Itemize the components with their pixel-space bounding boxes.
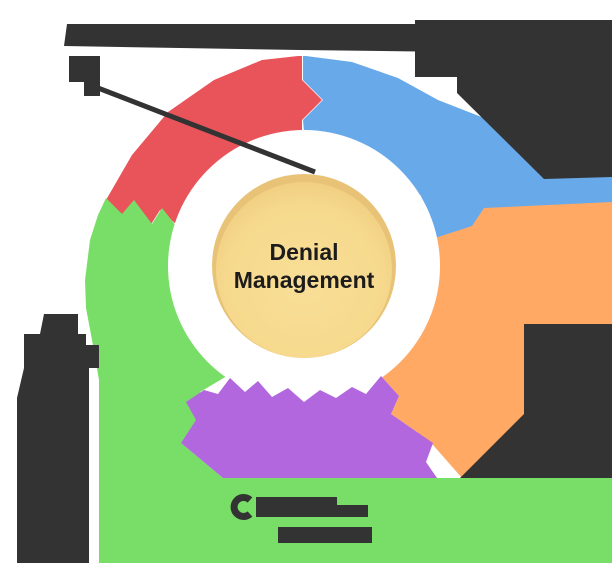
- segment-green-arc: [85, 198, 612, 563]
- top-left-leader-line: [97, 85, 316, 175]
- top-right-label-blob: [415, 20, 612, 179]
- segment-red-arc: [106, 56, 322, 226]
- center-title-line2: Management: [234, 267, 375, 293]
- center-title-line1: Denial: [269, 239, 338, 265]
- center-circle: [216, 182, 392, 358]
- bottom-label-c-glyph: [230, 494, 253, 520]
- top-left-label-blob: [64, 24, 458, 52]
- right-label-blob: [460, 324, 612, 478]
- left-label-blob-column: [17, 334, 99, 563]
- bottom-label-blob-line1: [256, 497, 368, 517]
- left-label-blob-line1: [40, 314, 78, 334]
- segment-purple-arc: [181, 376, 437, 478]
- segment-blue-arc: [303, 56, 612, 238]
- bottom-label-blob-line2: [278, 527, 372, 543]
- top-left-label-blob-line2: [69, 56, 100, 96]
